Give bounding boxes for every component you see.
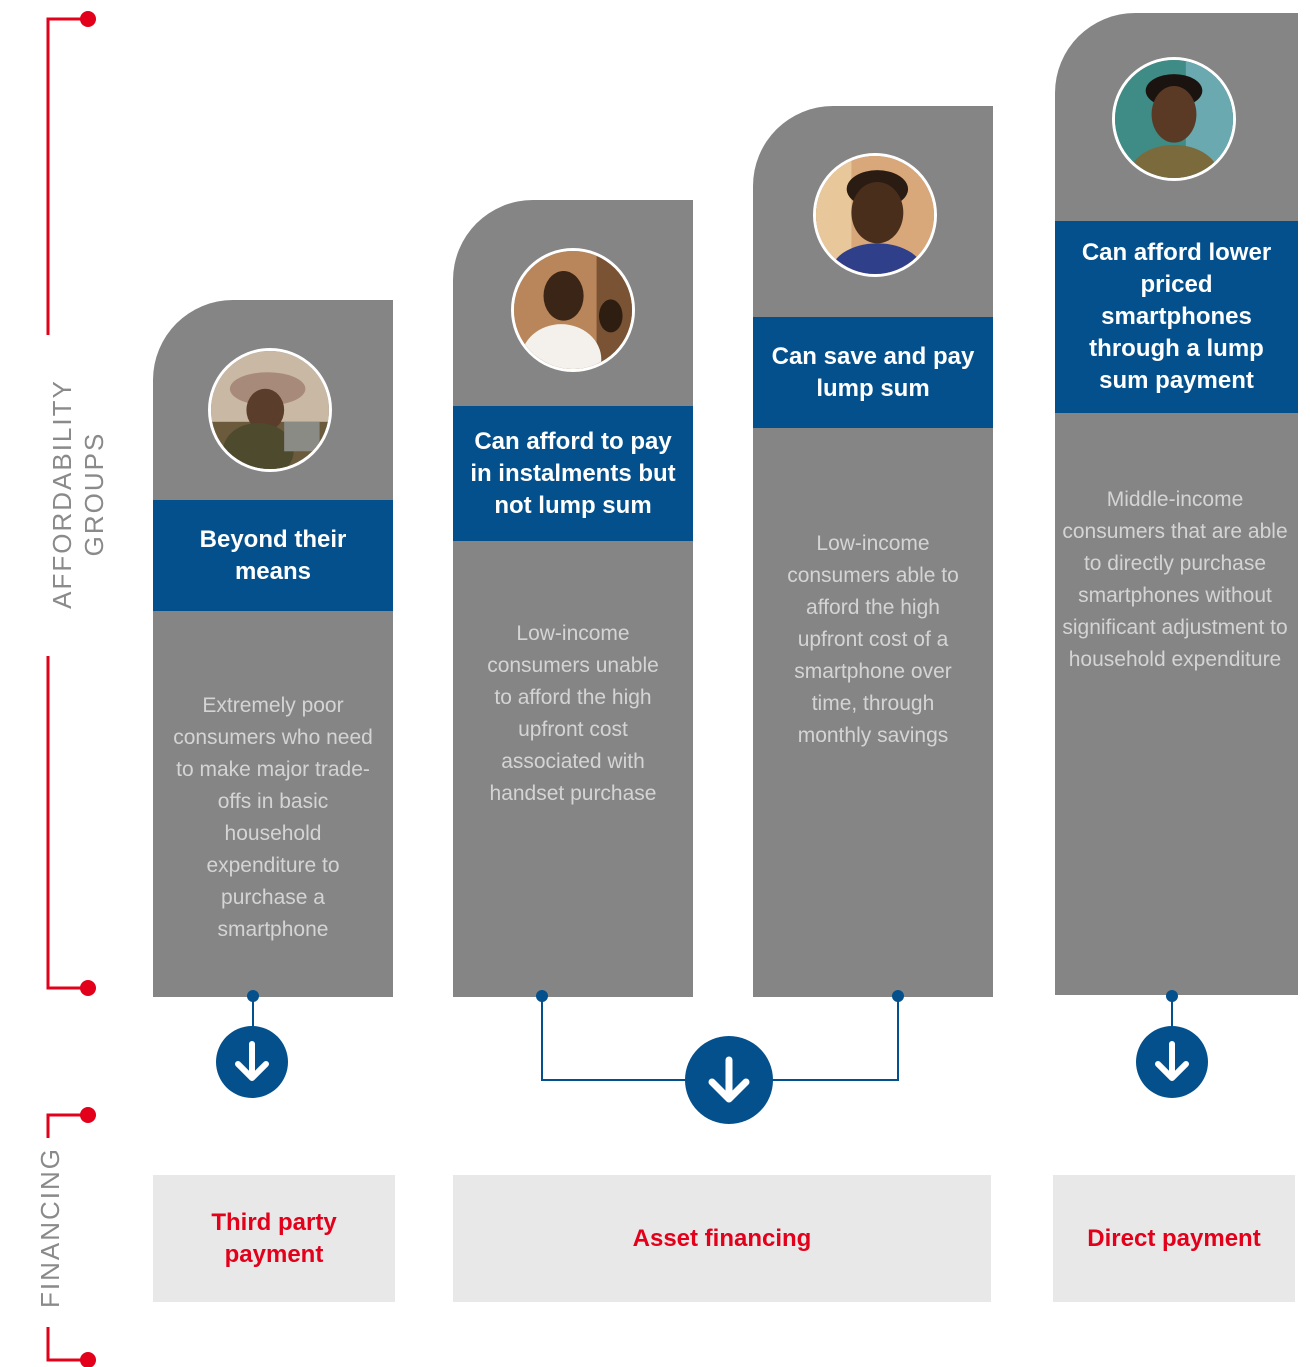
group-description-2: Low-income consumers unable to afford th…: [487, 622, 659, 805]
financing-bracket-top: [46, 1113, 88, 1138]
bracket-lines: [46, 11, 96, 1367]
down-arrow-icon: [685, 1036, 773, 1124]
group-description-1: Extremely poor consumers who need to mak…: [173, 694, 373, 941]
affordability-bracket-bottom: [46, 656, 88, 990]
group-title-band-1: Beyond their means: [153, 500, 393, 611]
group-title-band-3: Can save and pay lump sum: [753, 317, 993, 428]
down-arrow-icon: [1136, 1026, 1208, 1098]
person-avatar-4: [1112, 57, 1236, 181]
financing-third-party-payment: Third party payment: [153, 1175, 395, 1302]
group-description-3: Low-income consumers able to afford the …: [787, 532, 959, 747]
group-title-band-2: Can afford to pay in instalments but not…: [453, 406, 693, 541]
financing-asset-financing: Asset financing: [453, 1175, 991, 1302]
group-description-4: Middle-income consumers that are able to…: [1062, 488, 1288, 671]
down-arrow-icon: [216, 1026, 288, 1098]
person-avatar-1: [208, 348, 332, 472]
group-title-band-4: Can afford lower priced smartphones thro…: [1055, 221, 1298, 413]
affordability-bracket-top: [46, 17, 88, 335]
financing-direct-payment: Direct payment: [1053, 1175, 1295, 1302]
financing-bracket-bottom: [46, 1327, 88, 1362]
